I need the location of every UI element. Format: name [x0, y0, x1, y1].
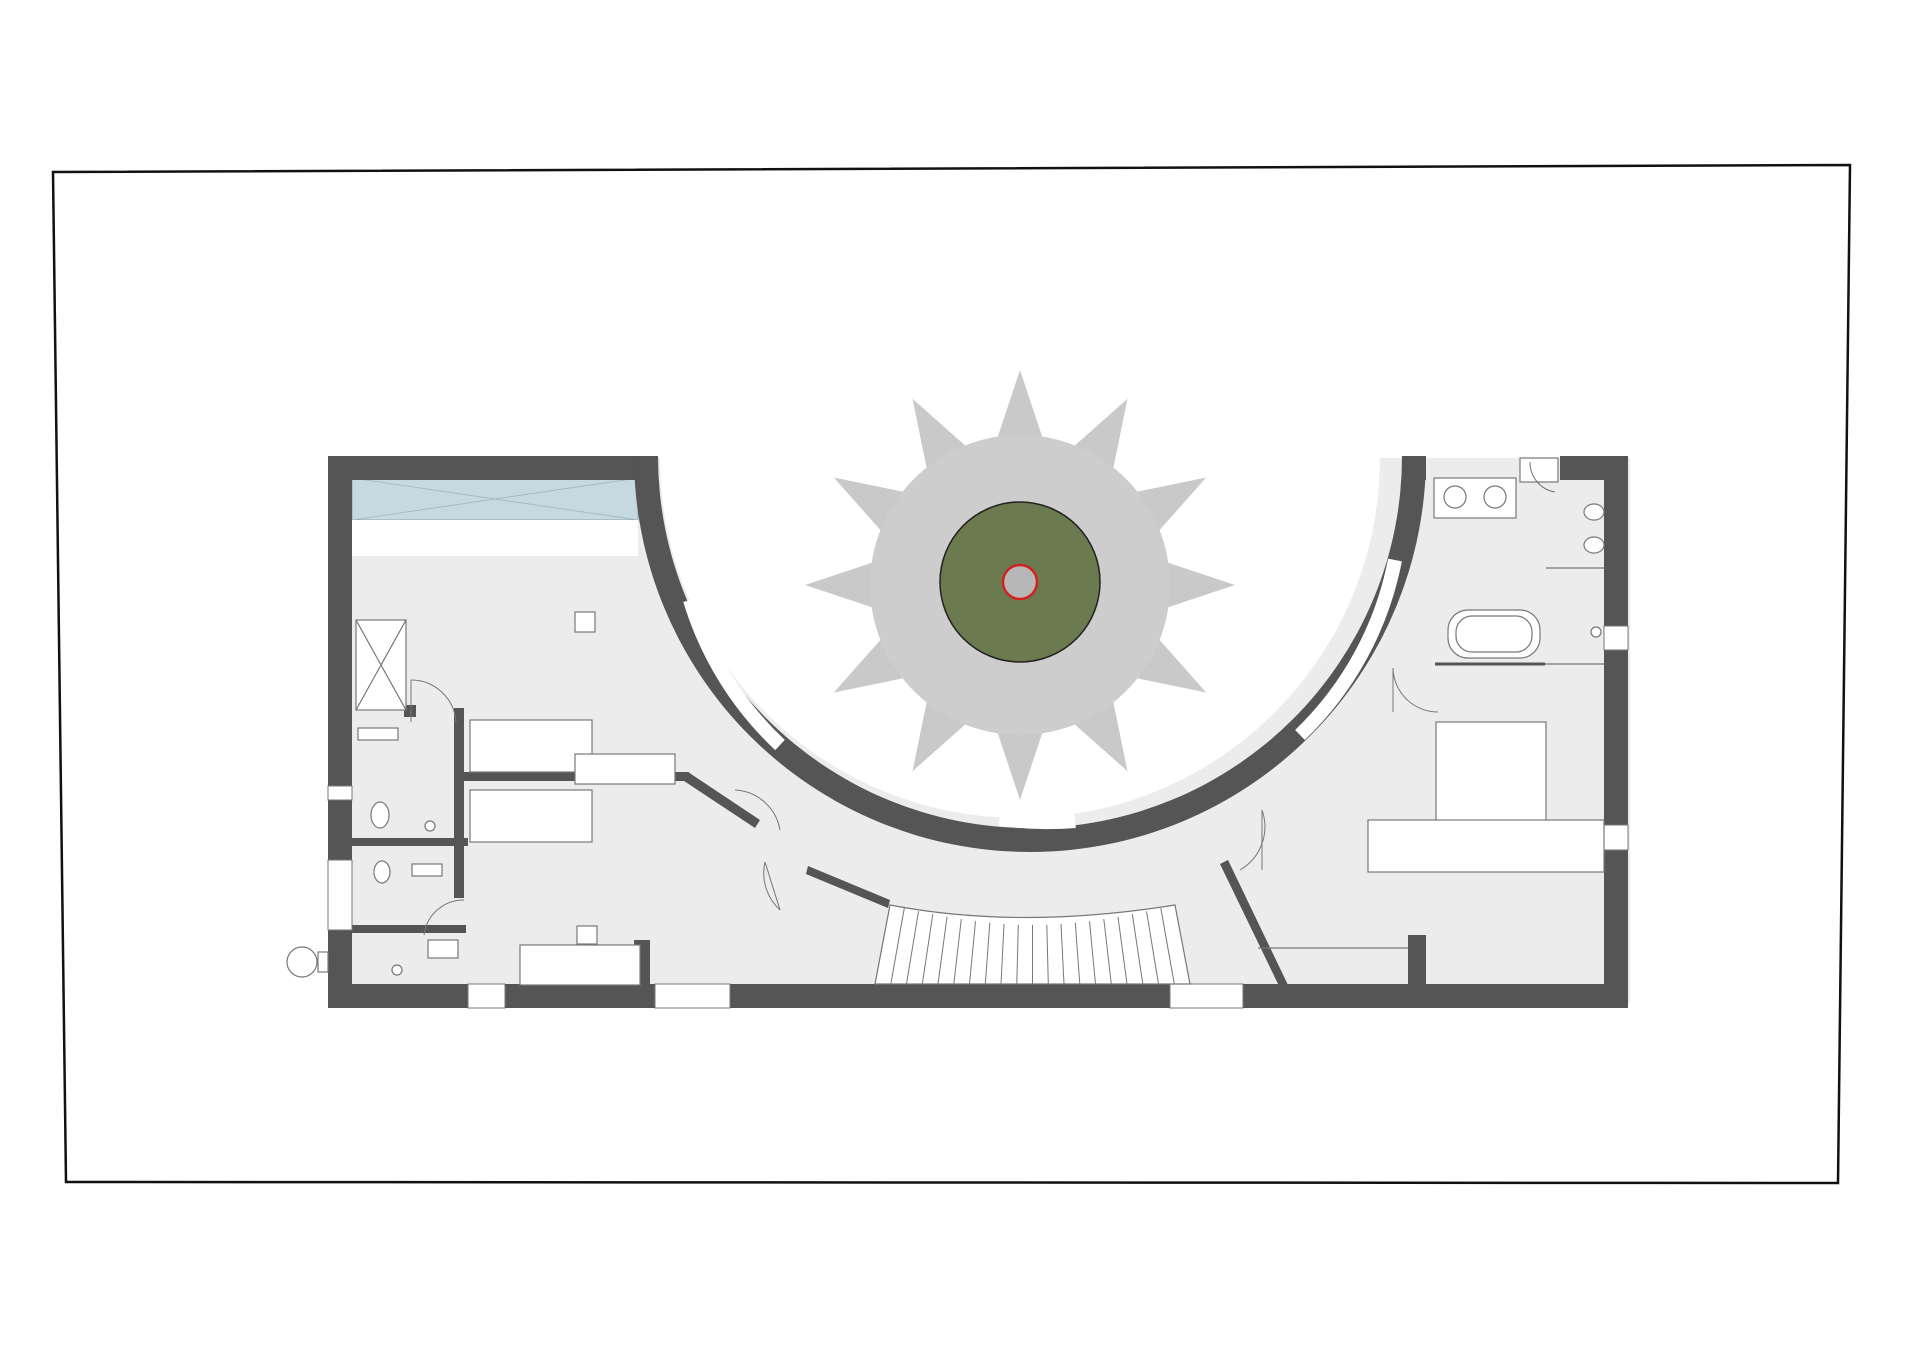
stair-tread	[1117, 916, 1128, 985]
stair-tread	[921, 914, 934, 985]
building-floor	[332, 458, 1630, 1003]
right-furniture	[1258, 457, 1605, 949]
stair-tread	[1074, 922, 1081, 985]
stair-tread	[1016, 924, 1019, 985]
stair-tread	[1103, 919, 1112, 985]
stair-tread	[969, 921, 976, 985]
windows	[327, 625, 1629, 1009]
pool	[351, 477, 639, 556]
stair-tread	[890, 908, 905, 985]
stair-tread	[1160, 908, 1175, 985]
courtyard-tree	[805, 370, 1235, 800]
stair-tread	[906, 911, 919, 985]
stair-tread	[1089, 921, 1096, 985]
site-boundary	[51, 163, 1852, 1185]
tree-trunk-ring	[1001, 563, 1039, 601]
stair-tread	[1131, 914, 1144, 985]
door-swings	[410, 461, 1556, 936]
bathtub	[1447, 609, 1541, 659]
stair-tread	[1000, 923, 1005, 985]
left-furniture	[286, 611, 676, 986]
stair-tread	[937, 916, 948, 985]
stair-tread	[984, 922, 991, 985]
stair-tread	[1060, 923, 1065, 985]
stair-tread	[1146, 911, 1159, 985]
stair-tread	[1046, 924, 1049, 985]
stair-treads	[890, 908, 1175, 985]
curved-staircase	[874, 904, 1191, 985]
stair-tread	[953, 919, 962, 985]
